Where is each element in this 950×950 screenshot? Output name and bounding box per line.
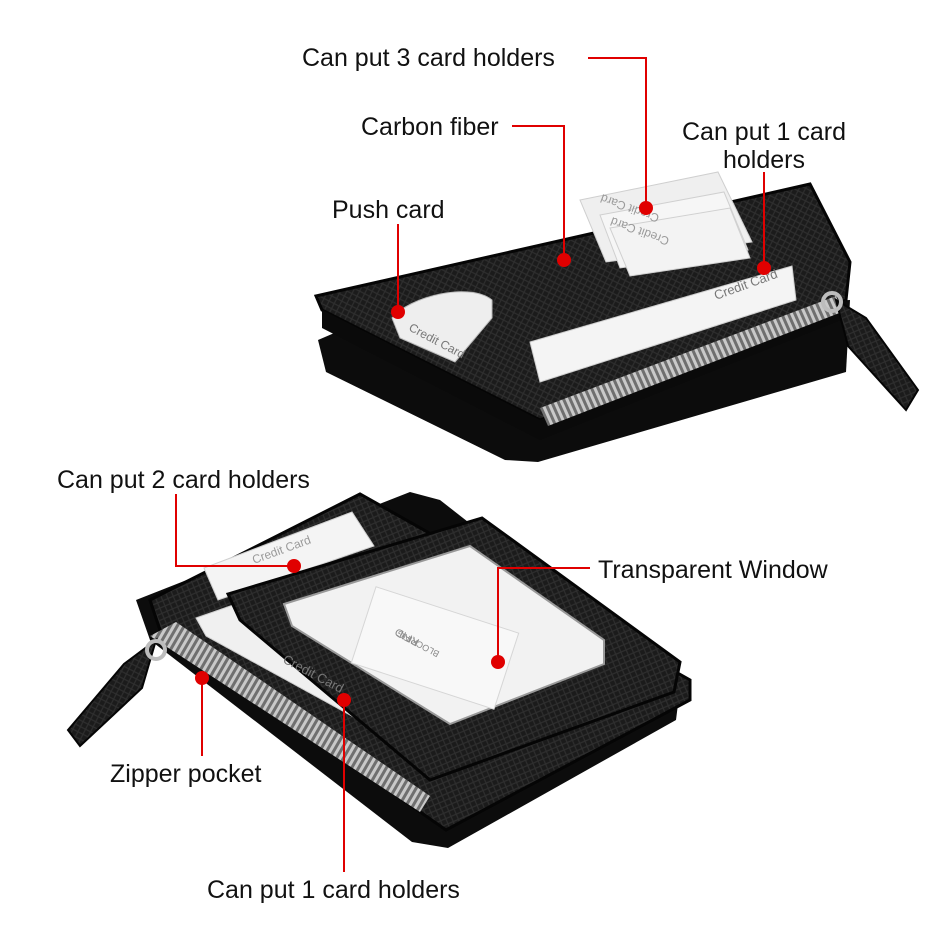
label-push-card: Push card <box>332 196 445 224</box>
bottom-card-slot-1 <box>203 511 375 601</box>
callout-line-bottom-2-card-holders <box>175 494 294 567</box>
top-card-pocket <box>529 265 797 383</box>
label-carbon-fiber: Carbon fiber <box>361 113 499 141</box>
callout-dot-bottom-1-card-holders <box>337 693 351 707</box>
callout-dot-push-card <box>391 305 405 319</box>
top-card-slot-3 <box>609 207 751 277</box>
callout-dot-top-3-card-holders <box>639 201 653 215</box>
label-bottom-2-card-holders: Can put 2 card holders <box>57 466 310 494</box>
callout-dot-zipper-pocket <box>195 671 209 685</box>
bottom-zipper-pull <box>66 637 158 748</box>
top-zipper-track <box>540 296 842 426</box>
label-top-1-card-holders: Can put 1 card holders <box>682 118 846 174</box>
callout-line-carbon-fiber <box>512 125 565 260</box>
callout-dot-transparent-window <box>491 655 505 669</box>
label-zipper-pocket: Zipper pocket <box>110 760 262 788</box>
label-top-3-card-holders: Can put 3 card holders <box>302 44 555 72</box>
top-zipper-ring <box>821 291 843 313</box>
bottom-wallet <box>66 492 692 848</box>
callout-dot-top-1-card-holders <box>757 261 771 275</box>
top-wallet <box>313 171 920 462</box>
callout-line-transparent-window <box>497 567 590 662</box>
push-card-cutout <box>391 291 493 363</box>
top-zipper-pull <box>834 297 920 412</box>
callout-dot-bottom-2-card-holders <box>287 559 301 573</box>
label-bottom-1-card-holders: Can put 1 card holders <box>207 876 460 904</box>
label-transparent-window: Transparent Window <box>598 556 828 584</box>
callout-dot-carbon-fiber <box>557 253 571 267</box>
bottom-zipper-ring <box>145 639 167 661</box>
callout-line-top-3-card-holders <box>588 57 647 208</box>
bottom-zipper-track <box>150 622 430 812</box>
rfid-panel <box>350 586 520 710</box>
